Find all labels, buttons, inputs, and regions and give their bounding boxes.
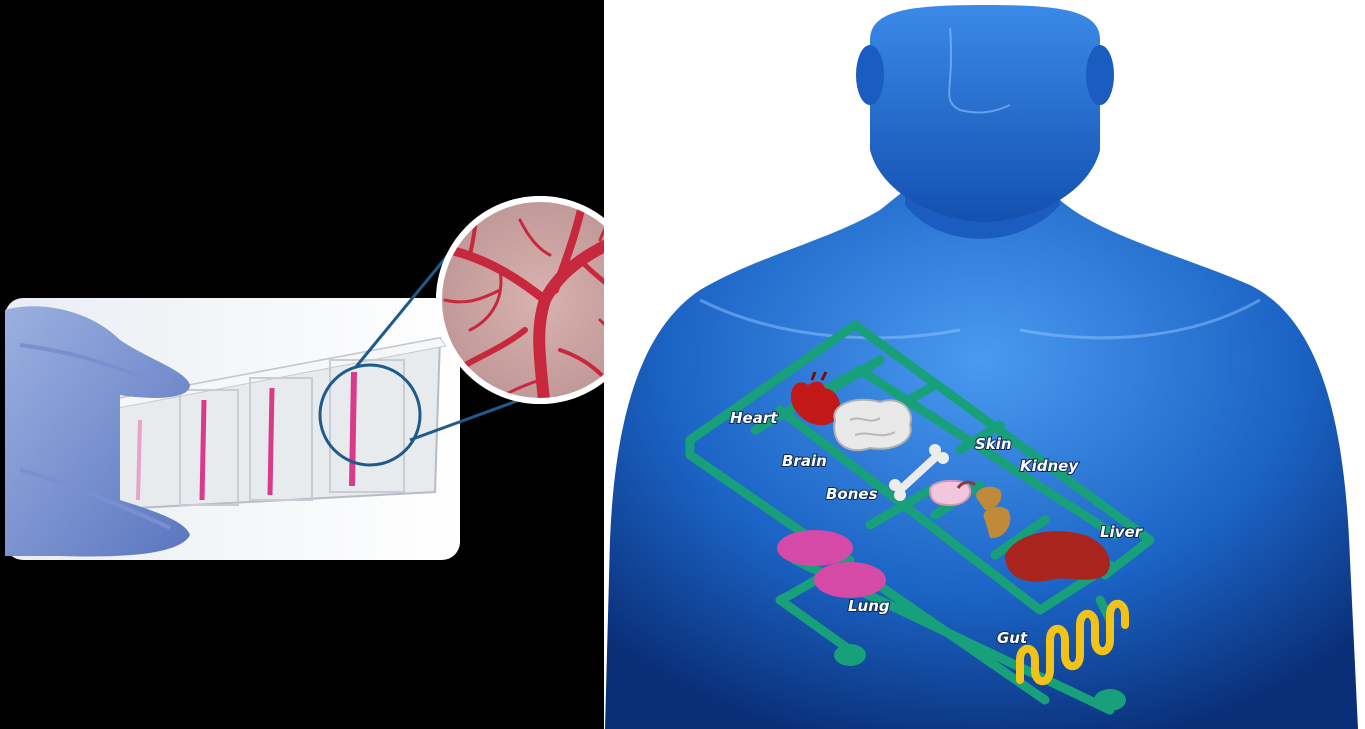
label-gut: Gut (997, 629, 1028, 647)
brain-icon (834, 400, 911, 450)
label-skin: Skin (975, 435, 1012, 453)
label-brain: Brain (782, 452, 827, 470)
vessel-channel (202, 400, 204, 500)
human-body-illustration: Heart Brain Bones Skin Kidney Liver Lung… (604, 0, 1365, 729)
vessel-channel (270, 388, 272, 495)
label-lung: Lung (848, 597, 890, 615)
label-kidney: Kidney (1020, 457, 1079, 475)
chip-photo (0, 0, 604, 729)
label-bones: Bones (826, 485, 878, 503)
label-heart: Heart (730, 409, 778, 427)
chip-photo-panel (0, 0, 604, 729)
body-on-chip-diagram: Heart Brain Bones Skin Kidney Liver Lung… (604, 0, 1365, 729)
vessel-channel (352, 372, 354, 486)
body-silhouette (605, 5, 1358, 729)
label-liver: Liver (1100, 523, 1144, 541)
